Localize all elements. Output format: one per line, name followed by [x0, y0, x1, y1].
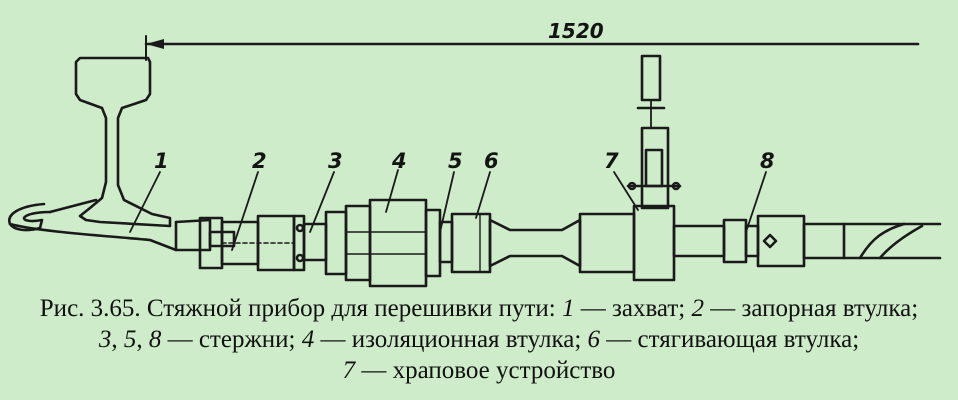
caption-text: — изоляционная втулка; — [314, 326, 588, 353]
tie-device-drawing: 1520 1 2 3 4 5 6 7 8 — [8, 19, 942, 288]
label-3: 3 — [328, 149, 343, 173]
caption-text: — стягивающая втулка; — [600, 326, 860, 353]
label-1: 1 — [154, 149, 169, 173]
caption-num: 8 — [148, 326, 162, 353]
caption-text: — храповое устройство — [355, 357, 616, 384]
caption-prefix: Рис. 3.65. Стяжной прибор для перешивки … — [39, 295, 562, 322]
rod-3 — [292, 214, 328, 272]
caption-text: — захват; — [574, 295, 692, 322]
label-8: 8 — [760, 149, 775, 173]
tightening-sleeve — [450, 212, 636, 274]
label-6: 6 — [484, 149, 499, 173]
caption-num: 6 — [587, 326, 601, 353]
leader-lines — [129, 169, 767, 251]
locking-sleeve — [198, 214, 296, 272]
grip-hook — [8, 198, 212, 252]
drawing-svg: 1520 1 2 3 4 5 6 7 8 — [8, 19, 942, 288]
caption-text: — запорная втулка; — [704, 295, 919, 322]
caption-line-2: 3, 5, 8 — стержни; 4 — изоляционная втул… — [0, 324, 958, 355]
caption-text: — стержни; — [161, 326, 302, 353]
caption-num: 3 — [98, 326, 112, 353]
caption-text: , — [136, 326, 149, 353]
label-4: 4 — [391, 149, 407, 173]
caption-num: 5 — [123, 326, 137, 353]
label-5: 5 — [448, 149, 463, 173]
caption-line-1: Рис. 3.65. Стяжной прибор для перешивки … — [0, 293, 958, 324]
caption-num: 2 — [691, 295, 705, 322]
caption-line-3: 7 — храповое устройство — [0, 355, 958, 386]
dimension-label: 1520 — [548, 19, 604, 43]
label-2: 2 — [252, 149, 267, 173]
figure-caption: Рис. 3.65. Стяжной прибор для перешивки … — [0, 293, 958, 386]
caption-num: 1 — [561, 295, 575, 322]
ratchet-device — [626, 54, 682, 282]
insulating-sleeve — [324, 198, 442, 288]
rod-8 — [672, 214, 942, 268]
caption-num: 4 — [301, 326, 315, 353]
label-7: 7 — [604, 149, 619, 173]
caption-num: 7 — [342, 357, 356, 384]
dimension-line — [144, 35, 920, 61]
caption-text: , — [111, 326, 124, 353]
